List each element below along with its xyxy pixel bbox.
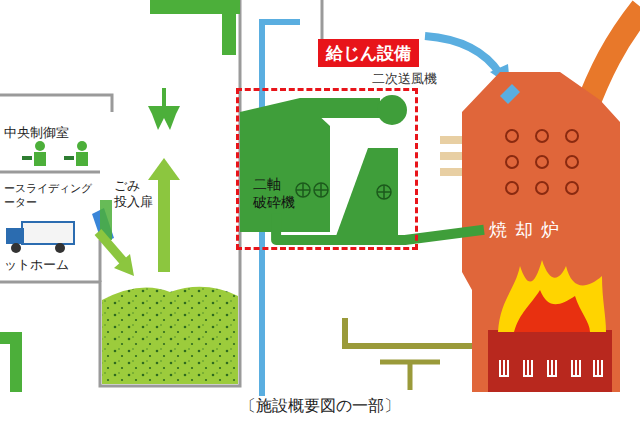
port (536, 130, 548, 142)
port (566, 182, 578, 194)
flame-core (514, 290, 590, 332)
port (566, 130, 578, 142)
roller-cross (296, 183, 310, 197)
truck-cab (6, 228, 24, 244)
wheel (11, 243, 21, 253)
grate (500, 360, 602, 376)
grate-bar (572, 360, 580, 376)
pit-wall (0, 0, 240, 386)
waste-pile (102, 287, 238, 384)
crusher-hopper (240, 98, 330, 232)
wall-line (321, 0, 324, 40)
crane-grab (148, 88, 180, 130)
operator-body (76, 152, 88, 166)
grate-bar (524, 360, 532, 376)
furnace-body (462, 72, 620, 392)
equipment-label: 二次送風機 (372, 70, 437, 88)
operator-head (77, 141, 87, 151)
flame (498, 260, 606, 332)
furnace-ports (506, 130, 578, 194)
feeder-region: 給じん設備二軸 破砕機 (236, 88, 418, 250)
blower (377, 95, 407, 125)
operator-body (34, 152, 46, 166)
furnace-box: 焼却炉 (486, 216, 570, 244)
crane-rope (162, 88, 166, 106)
arrow-head (148, 158, 180, 180)
crane-claw (148, 106, 180, 130)
flow-arrow (98, 232, 124, 262)
grate-zone (488, 330, 612, 392)
operator-head (35, 141, 45, 151)
feeder-equipment (240, 95, 407, 236)
truck-body (22, 222, 74, 244)
port (506, 130, 518, 142)
wheel (55, 243, 65, 253)
grate-bar (548, 360, 556, 376)
control-room-floor (0, 171, 100, 174)
roller (377, 185, 391, 199)
figure-caption: 〔施設概要図の一部〕 (0, 396, 640, 417)
air-nozzle (500, 84, 520, 104)
truck (6, 222, 74, 253)
node-text: 給じん設備 (318, 39, 419, 67)
roller (296, 183, 310, 197)
port (506, 182, 518, 194)
port (506, 156, 518, 168)
node-text: 焼却炉 (489, 219, 567, 241)
grate-bar (500, 360, 508, 376)
blower-duct (300, 98, 380, 118)
pit-wall-upper (99, 240, 102, 282)
desk (64, 156, 74, 160)
feed-column (336, 148, 398, 236)
port (566, 156, 578, 168)
roller-cross (377, 185, 391, 199)
desk (22, 156, 32, 160)
air-duct (425, 36, 500, 74)
ash-line (345, 318, 482, 346)
flow-arrow (158, 178, 170, 272)
room-label: 中央制御室 (4, 124, 69, 142)
equipment-label: ースライディング ーター (4, 182, 96, 211)
area-label: ットホーム (4, 256, 69, 274)
equipment-label: ごみ 投入扉 (114, 178, 157, 211)
pipe (0, 338, 16, 392)
ash-line (380, 362, 440, 390)
feed-chute (276, 213, 484, 240)
port (536, 182, 548, 194)
crusher-box: 二軸 破砕機 (251, 173, 301, 213)
duct (222, 0, 236, 55)
arrow-head (114, 254, 134, 276)
roller (314, 183, 328, 197)
roller-symbols (296, 183, 391, 199)
operator-figures (22, 141, 88, 166)
port (536, 156, 548, 168)
control-room-roof (0, 95, 112, 112)
node-text: 二軸 破砕機 (253, 175, 299, 211)
roller-cross (314, 183, 328, 197)
grate-bar (594, 360, 602, 376)
